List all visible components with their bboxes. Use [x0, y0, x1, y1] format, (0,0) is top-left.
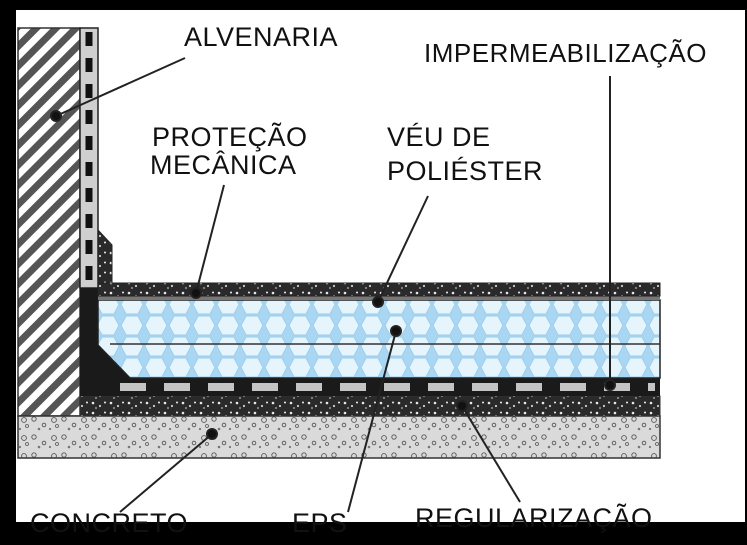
- mechanical-protection-corner: [97, 228, 113, 284]
- label-veu-line1: VÉU DE: [387, 122, 491, 152]
- leader-protecao: [195, 184, 225, 294]
- marker-regularizacao: [456, 400, 468, 412]
- marker-concreto: [206, 428, 218, 440]
- regularization-layer: [79, 395, 661, 417]
- label-regularizacao: REGULARIZAÇÃO: [415, 503, 653, 533]
- eps-insulation: [97, 299, 661, 379]
- concrete-slab: [17, 415, 661, 459]
- marker-eps: [390, 325, 402, 337]
- leader-eps: [347, 330, 397, 513]
- leader-regularizacao: [461, 405, 521, 503]
- label-alvenaria: ALVENARIA: [184, 22, 339, 52]
- label-protecao-line2: MECÂNICA: [150, 150, 297, 180]
- marker-impermeabilizacao: [604, 379, 616, 391]
- label-impermeabilizacao: IMPERMEABILIZAÇÃO: [424, 38, 707, 68]
- mechanical-protection: [97, 282, 661, 297]
- label-protecao-line1: PROTEÇÃO: [152, 122, 308, 152]
- masonry-wall: [17, 27, 81, 417]
- label-veu-line2: POLIÉSTER: [387, 156, 544, 186]
- marker-protecao: [190, 287, 202, 299]
- leader-alvenaria: [55, 57, 186, 117]
- leader-veu: [377, 195, 429, 303]
- leader-concreto: [119, 433, 213, 513]
- label-eps: EPS: [292, 508, 348, 538]
- marker-alvenaria: [50, 110, 62, 122]
- marker-veu: [372, 296, 384, 308]
- label-concreto: CONCRETO: [30, 508, 189, 538]
